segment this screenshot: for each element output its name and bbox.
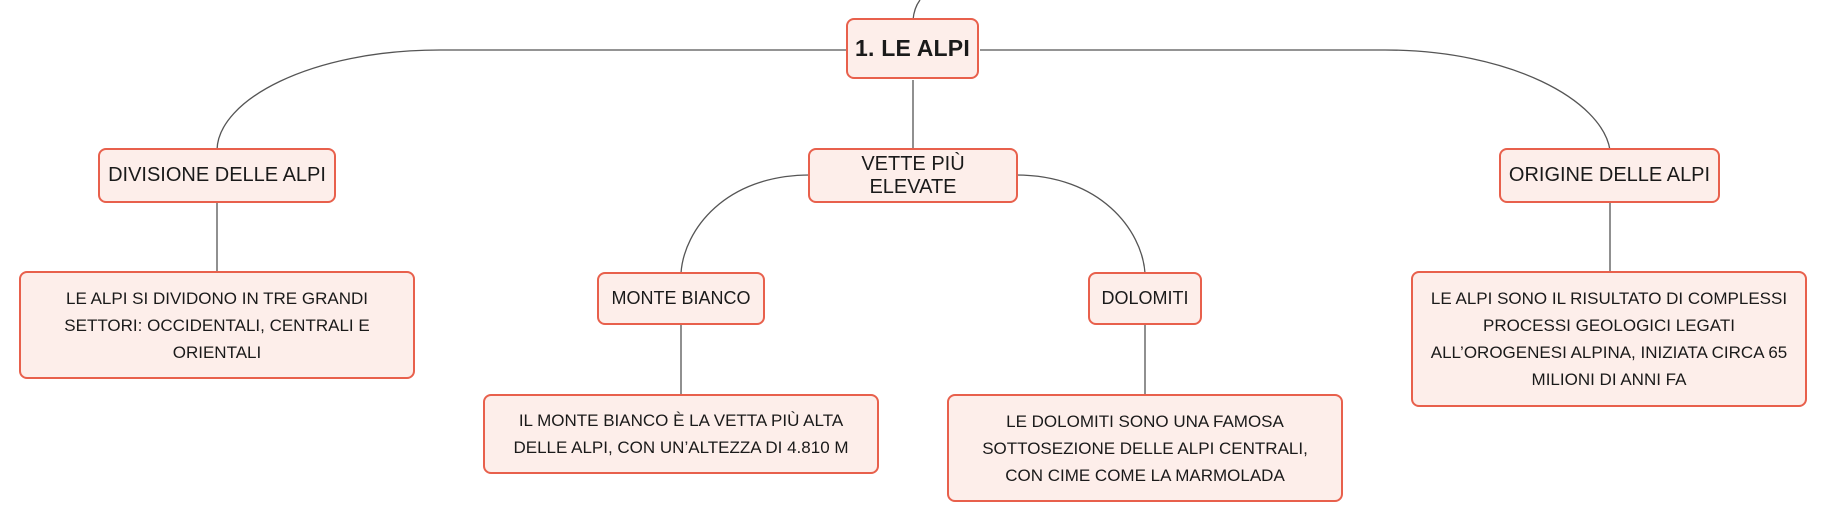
branch-peaks-label: VETTE PIÙ ELEVATE — [861, 152, 965, 198]
detail-node-monte-bianco[interactable]: IL MONTE BIANCO È LA VETTA PIÙ ALTA DELL… — [483, 394, 879, 474]
subnode-monte-bianco-label: MONTE BIANCO — [611, 288, 751, 308]
connector-peaks-to-dolomiti — [1015, 174, 1146, 274]
subnode-dolomiti[interactable]: DOLOMITI — [1088, 272, 1202, 325]
connector-peaks-to-montebianco — [680, 174, 811, 274]
detail-dolomiti-text: LE DOLOMITI SONO UNA FAMOSA SOTTOSEZIONE… — [982, 411, 1308, 485]
root-node[interactable]: 1. LE ALPI — [846, 18, 979, 79]
detail-division-text: LE ALPI SI DIVIDONO IN TRE GRANDI SETTOR… — [64, 288, 370, 362]
subnode-monte-bianco[interactable]: MONTE BIANCO — [597, 272, 765, 325]
root-node-label: 1. LE ALPI — [855, 35, 970, 61]
detail-node-dolomiti[interactable]: LE DOLOMITI SONO UNA FAMOSA SOTTOSEZIONE… — [947, 394, 1343, 502]
detail-node-division[interactable]: LE ALPI SI DIVIDONO IN TRE GRANDI SETTOR… — [19, 271, 415, 379]
connector-root-to-origin — [980, 49, 1611, 151]
detail-node-origin[interactable]: LE ALPI SONO IL RISULTATO DI COMPLESSI P… — [1411, 271, 1807, 407]
branch-node-origin[interactable]: ORIGINE DELLE ALPI — [1499, 148, 1720, 203]
branch-node-peaks[interactable]: VETTE PIÙ ELEVATE — [808, 148, 1018, 203]
connector-parent-to-root — [912, 0, 921, 21]
branch-origin-label: ORIGINE DELLE ALPI — [1508, 164, 1711, 186]
detail-origin-text: LE ALPI SONO IL RISULTATO DI COMPLESSI P… — [1430, 289, 1788, 389]
branch-node-division[interactable]: DIVISIONE DELLE ALPI — [98, 148, 336, 203]
connector-root-to-division — [216, 49, 846, 151]
subnode-dolomiti-label: DOLOMITI — [1101, 288, 1189, 308]
branch-division-label: DIVISIONE DELLE ALPI — [108, 164, 326, 186]
detail-monte-bianco-text: IL MONTE BIANCO È LA VETTA PIÙ ALTA DELL… — [513, 411, 849, 457]
